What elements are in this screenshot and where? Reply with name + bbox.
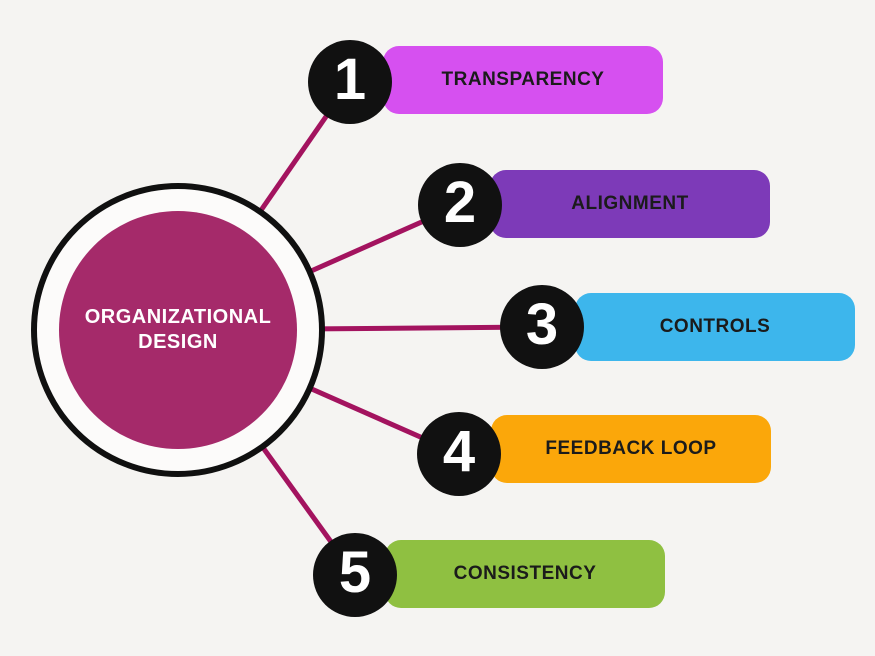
pill-label-transparency: TRANSPARENCY <box>441 69 605 90</box>
number-2: 2 <box>443 170 477 235</box>
number-badge-5: 5 <box>313 533 397 617</box>
central-title-line1: ORGANIZATIONAL <box>84 306 272 328</box>
number-1: 1 <box>333 47 367 112</box>
pill-feedback-loop: FEEDBACK LOOP <box>491 415 771 483</box>
pill-label-feedback-loop: FEEDBACK LOOP <box>545 438 717 459</box>
pill-alignment: ALIGNMENT <box>490 170 770 238</box>
central-title-line2: DESIGN <box>138 331 218 353</box>
pill-label-controls: CONTROLS <box>659 316 771 337</box>
central-ring: ORGANIZATIONAL DESIGN <box>31 183 325 477</box>
number-3: 3 <box>525 292 559 357</box>
number-badge-3: 3 <box>500 285 584 369</box>
pill-consistency: CONSISTENCY <box>385 540 665 608</box>
number-4: 4 <box>442 419 476 484</box>
central-title: ORGANIZATIONAL DESIGN <box>85 305 272 355</box>
pill-label-alignment: ALIGNMENT <box>571 193 689 214</box>
pill-transparency: TRANSPARENCY <box>383 46 663 114</box>
pill-label-consistency: CONSISTENCY <box>453 563 597 584</box>
number-badge-1: 1 <box>308 40 392 124</box>
pill-controls: CONTROLS <box>575 293 855 361</box>
number-badge-4: 4 <box>417 412 501 496</box>
number-5: 5 <box>338 540 372 605</box>
central-circle: ORGANIZATIONAL DESIGN <box>59 211 297 449</box>
number-badge-2: 2 <box>418 163 502 247</box>
